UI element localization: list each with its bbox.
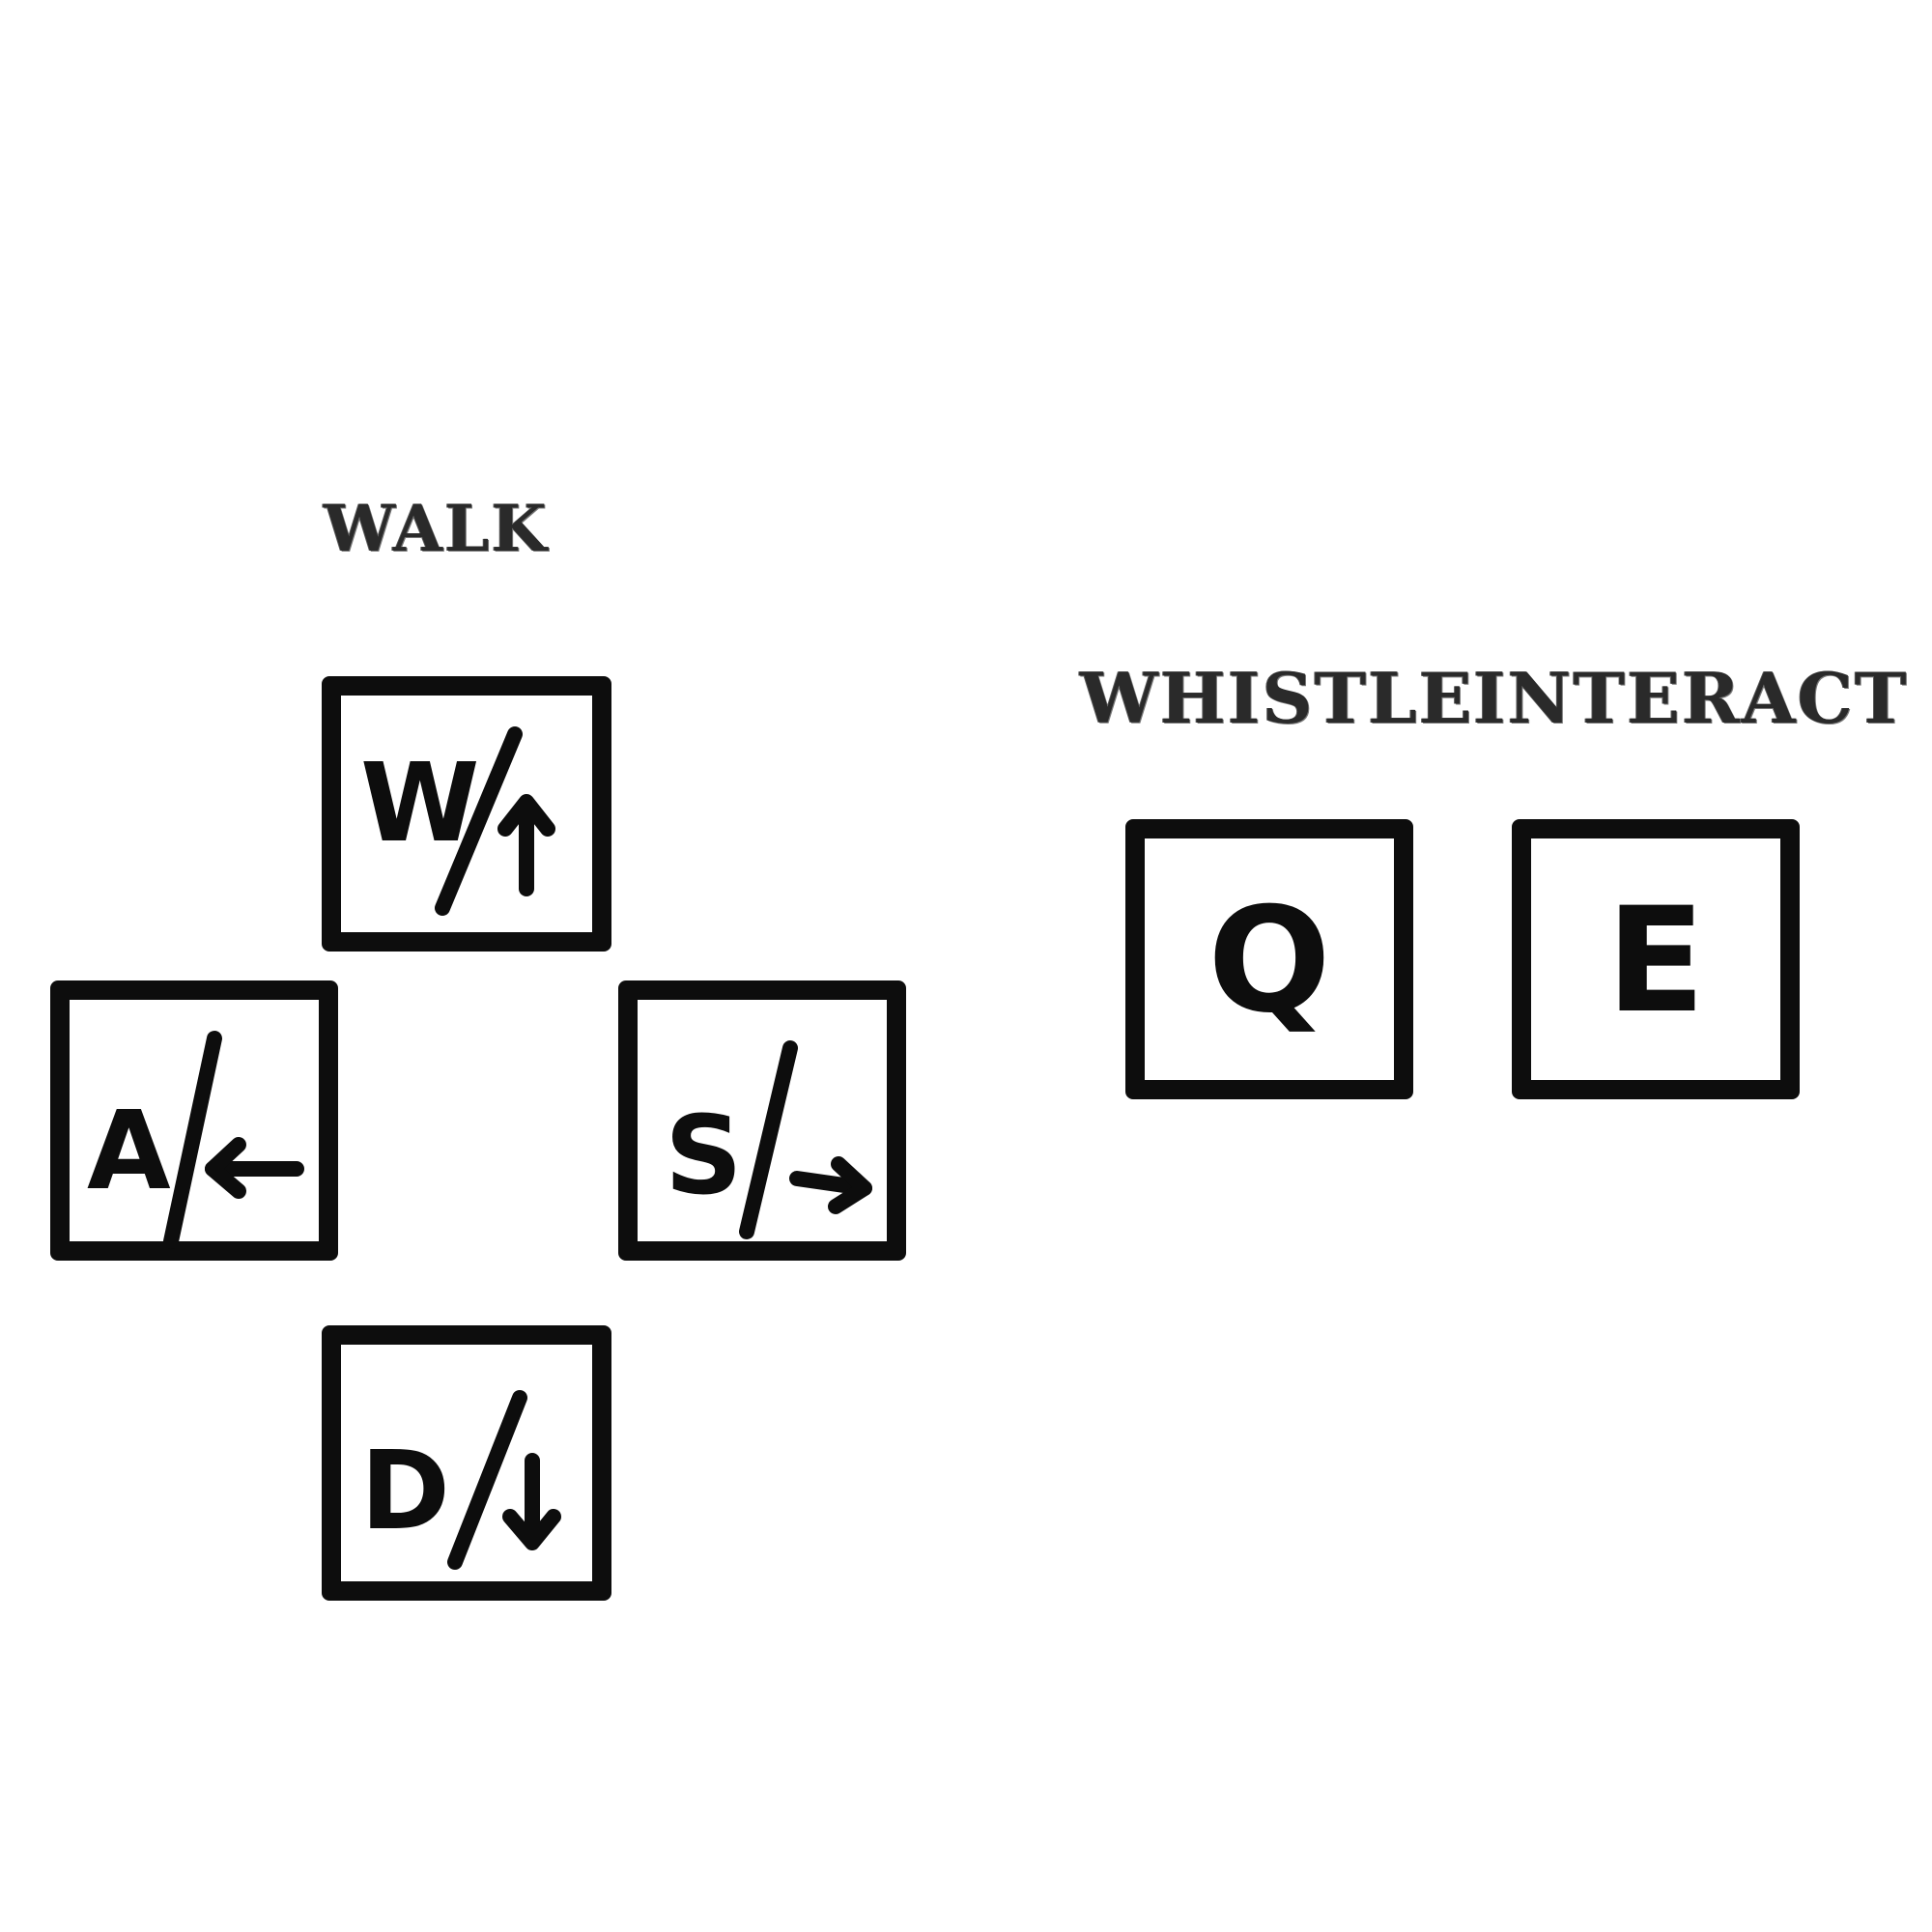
slash-divider xyxy=(447,1390,527,1570)
key-s-letter: S xyxy=(665,1094,743,1219)
left-arrow-icon xyxy=(205,1137,304,1199)
key-q-whistle: Q xyxy=(1125,819,1413,1099)
key-e-interact: E xyxy=(1512,819,1800,1099)
up-arrow-icon xyxy=(497,794,555,896)
walk-label: WALK xyxy=(324,491,549,566)
interact-label: INTERACT xyxy=(1473,657,1909,739)
key-q-letter: Q xyxy=(1208,877,1331,1045)
key-s-right: S xyxy=(618,980,906,1261)
key-w-up: W xyxy=(322,676,611,952)
key-d-down: D xyxy=(322,1325,611,1601)
slash-divider xyxy=(163,1031,222,1249)
right-arrow-icon xyxy=(789,1156,872,1214)
whistle-label: WHISTLE xyxy=(1080,657,1474,739)
key-a-left: A xyxy=(50,980,338,1261)
key-e-letter: E xyxy=(1606,877,1705,1045)
slash-divider xyxy=(435,726,523,916)
key-w-letter: W xyxy=(360,741,480,867)
key-a-letter: A xyxy=(87,1089,171,1214)
down-arrow-icon xyxy=(502,1453,561,1550)
key-d-letter: D xyxy=(360,1429,450,1554)
slash-divider xyxy=(739,1040,798,1239)
